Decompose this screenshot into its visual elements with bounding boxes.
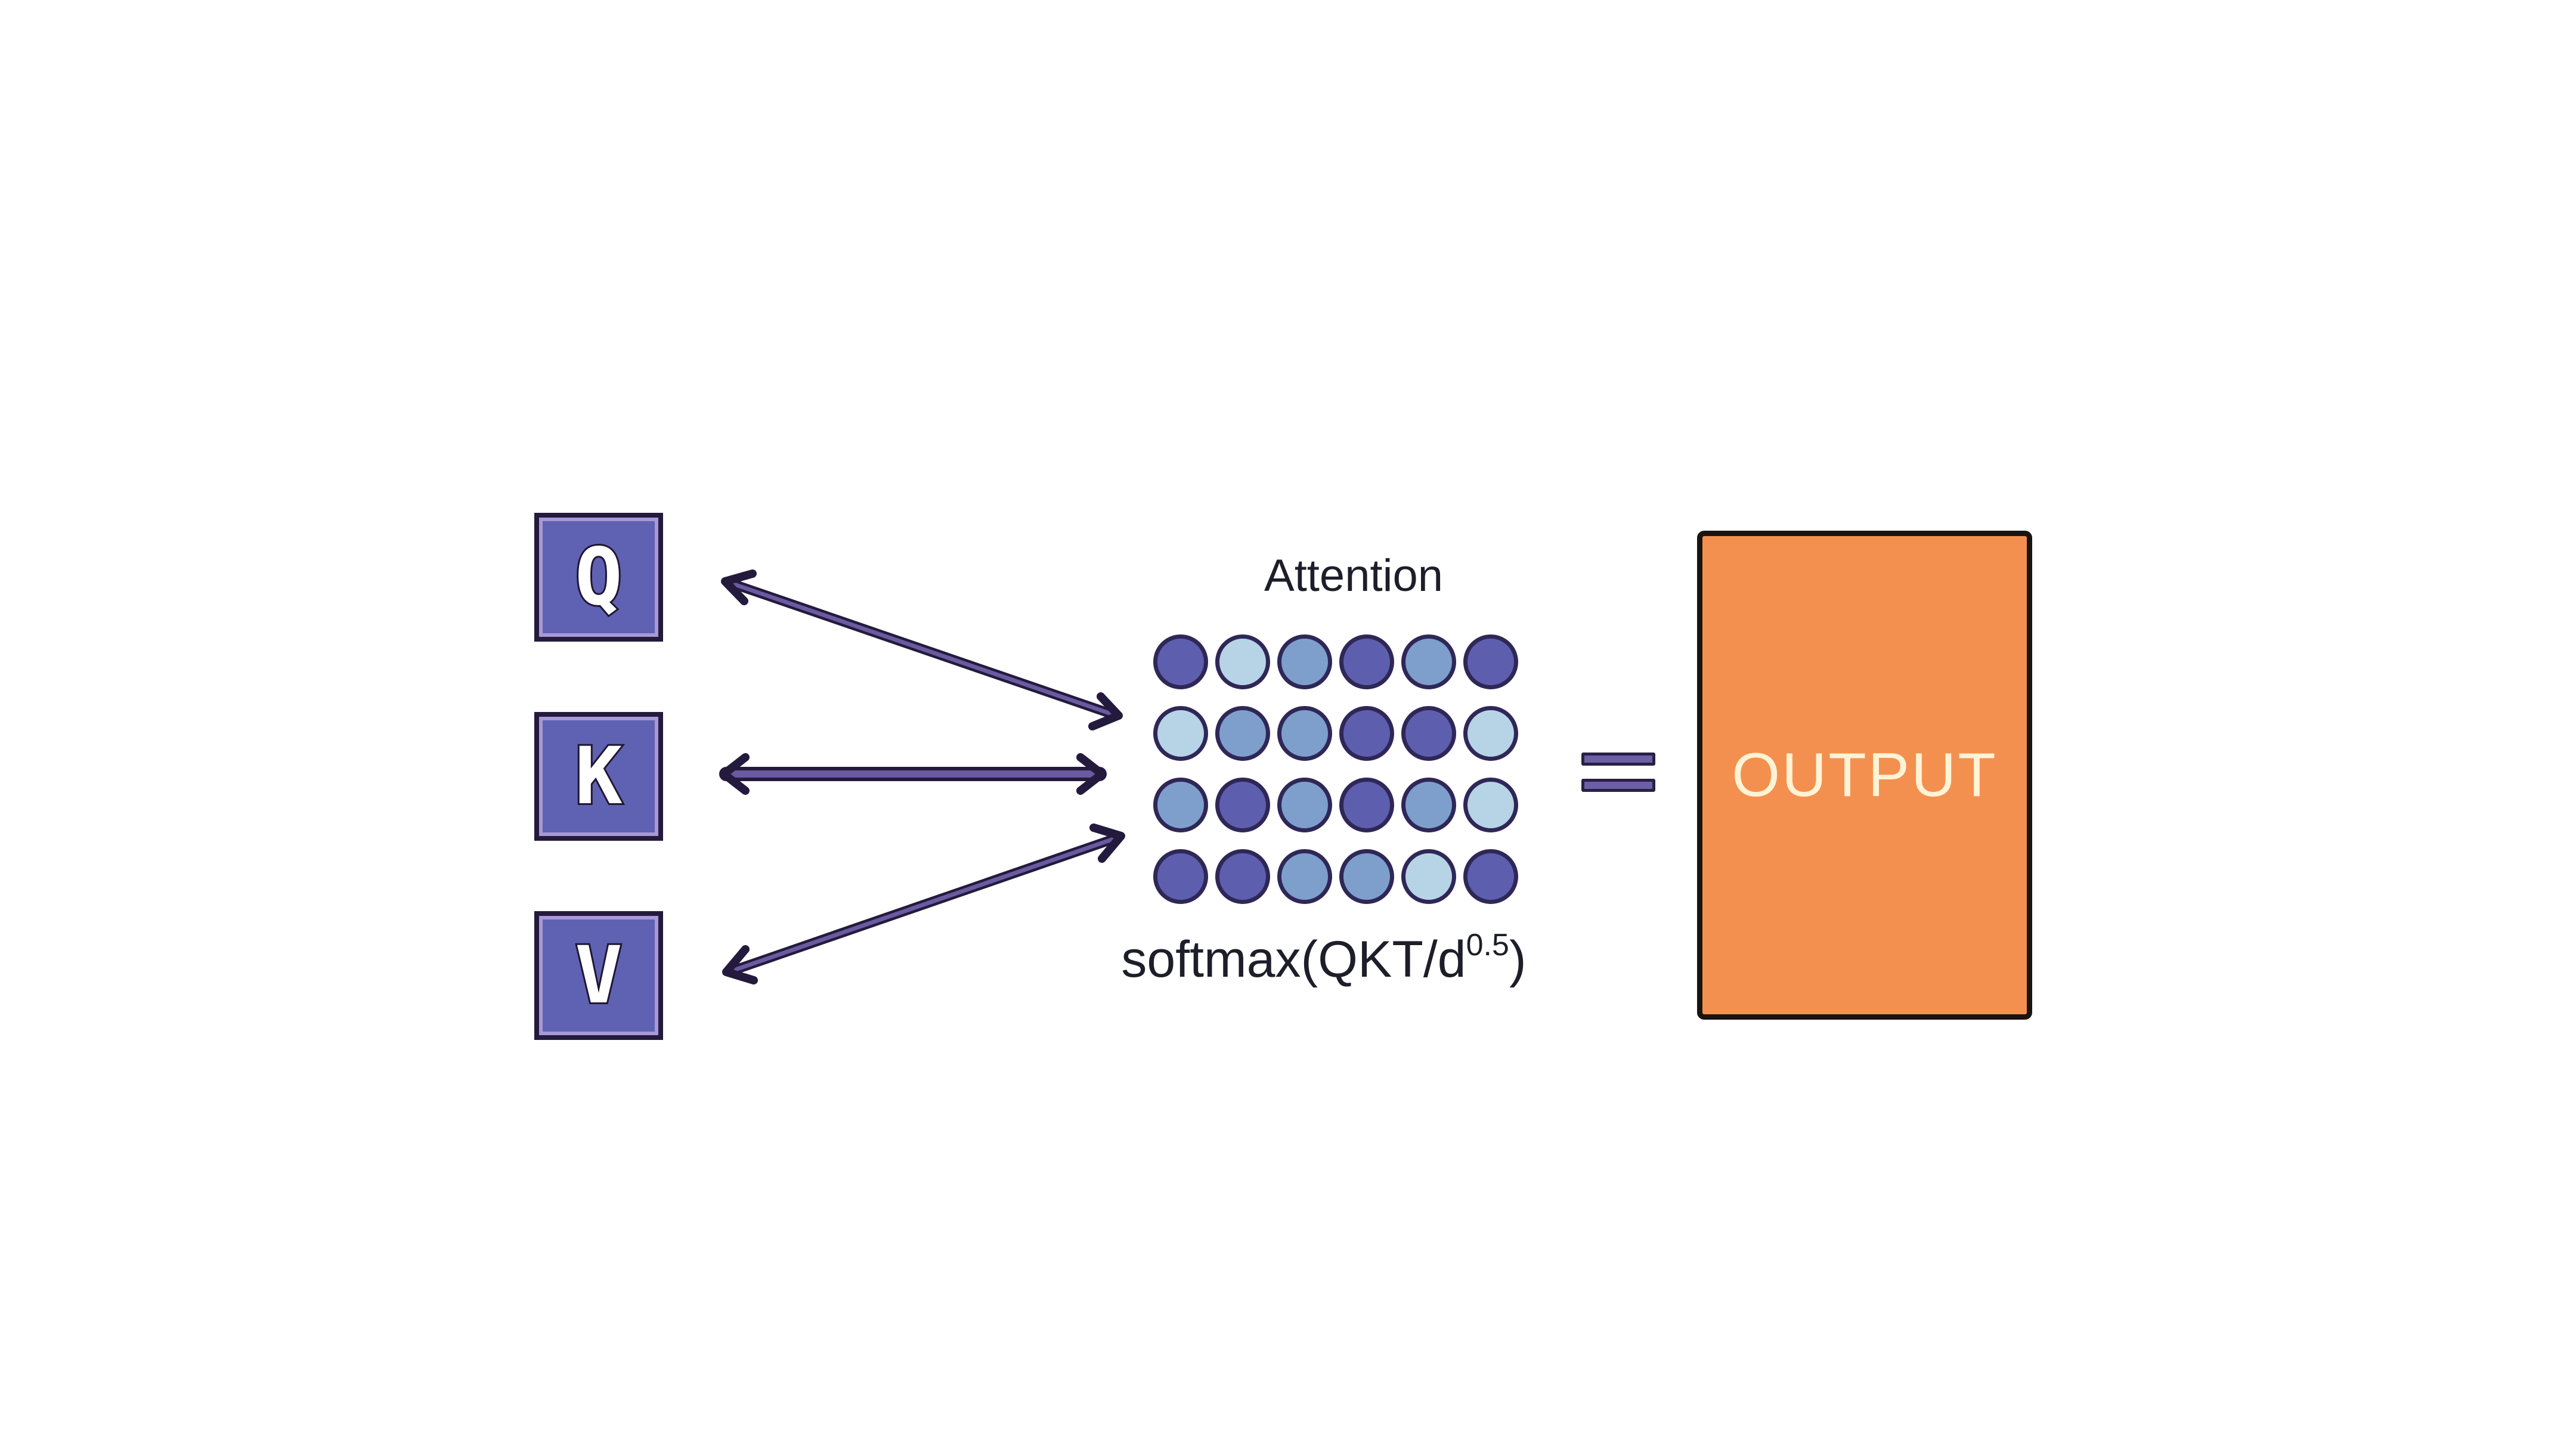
attention-cell bbox=[1339, 778, 1394, 832]
key-arrow bbox=[719, 753, 1107, 795]
attention-cell bbox=[1277, 849, 1332, 904]
attention-cell bbox=[1339, 634, 1394, 689]
attention-cell bbox=[1463, 634, 1518, 689]
query-tile: Q bbox=[534, 513, 663, 642]
attention-title: Attention bbox=[1264, 550, 1443, 601]
attention-cell bbox=[1463, 706, 1518, 761]
attention-cell bbox=[1401, 634, 1456, 689]
attention-cell bbox=[1339, 849, 1394, 904]
formula-main: softmax(QKT/d bbox=[1121, 931, 1466, 988]
output-box: OUTPUT bbox=[1697, 531, 2032, 1020]
attention-cell bbox=[1215, 849, 1270, 904]
key-label: K bbox=[573, 730, 624, 822]
attention-cell bbox=[1153, 778, 1208, 832]
attention-cell bbox=[1153, 634, 1208, 689]
equals-sign-top-bar bbox=[1581, 753, 1655, 766]
attention-cell bbox=[1215, 706, 1270, 761]
key-tile: K bbox=[534, 712, 663, 841]
formula-close: ) bbox=[1509, 931, 1527, 988]
equals-sign-bottom-bar bbox=[1581, 779, 1655, 792]
attention-cell bbox=[1401, 778, 1456, 832]
attention-cell bbox=[1215, 778, 1270, 832]
attention-cell bbox=[1277, 706, 1332, 761]
attention-matrix bbox=[1153, 634, 1518, 904]
attention-formula: softmax(QKT/d0.5) bbox=[1085, 928, 1562, 988]
attention-cell bbox=[1339, 706, 1394, 761]
attention-cell bbox=[1463, 849, 1518, 904]
value-tile: V bbox=[534, 911, 663, 1040]
value-label: V bbox=[573, 930, 624, 1021]
attention-cell bbox=[1401, 706, 1456, 761]
formula-exponent: 0.5 bbox=[1466, 928, 1509, 963]
attention-cell bbox=[1153, 849, 1208, 904]
output-label: OUTPUT bbox=[1732, 740, 1998, 810]
query-arrow bbox=[721, 569, 1123, 730]
value-arrow bbox=[722, 823, 1125, 984]
attention-cell bbox=[1277, 634, 1332, 689]
attention-cell bbox=[1277, 778, 1332, 832]
attention-cell bbox=[1401, 849, 1456, 904]
attention-cell bbox=[1463, 778, 1518, 832]
query-label: Q bbox=[573, 531, 624, 623]
attention-cell bbox=[1215, 634, 1270, 689]
attention-cell bbox=[1153, 706, 1208, 761]
